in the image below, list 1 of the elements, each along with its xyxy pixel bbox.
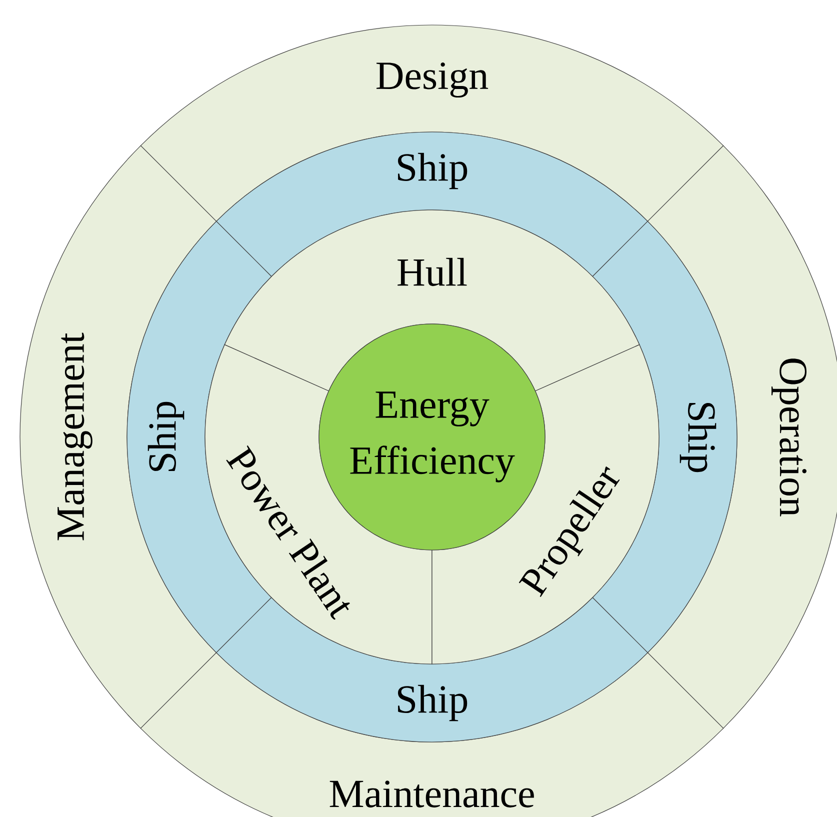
ring-segment: Hull	[224, 210, 640, 392]
